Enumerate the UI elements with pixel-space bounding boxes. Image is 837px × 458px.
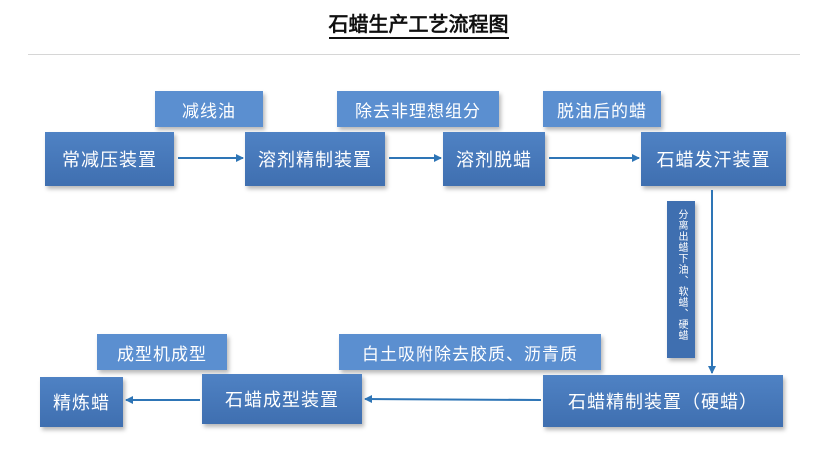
box-atm-vacuum-unit: 常减压装置 <box>45 132 174 186</box>
note-remove-undesired: 除去非理想组分 <box>337 91 499 127</box>
note-molding-machine: 成型机成型 <box>97 334 227 370</box>
box-wax-molding-unit: 石蜡成型装置 <box>202 374 362 424</box>
box-wax-refining-unit: 石蜡精制装置（硬蜡） <box>543 375 783 427</box>
note-sweating-separation: 分离出蜡下油、软蜡、硬蜡 <box>667 201 695 358</box>
arrow-wax-refining-to-molding <box>364 395 542 404</box>
note-clay-adsorption: 白土吸附除去胶质、沥青质 <box>339 334 601 370</box>
box-solvent-refining-unit: 溶剂精制装置 <box>245 132 385 186</box>
diagram-title-text: 石蜡生产工艺流程图 <box>328 12 509 39</box>
note-sweating-separation-text: 分离出蜡下油、软蜡、硬蜡 <box>676 209 687 341</box>
box-wax-sweating-unit: 石蜡发汗装置 <box>641 132 786 186</box>
note-reduced-line-oil: 减线油 <box>155 91 263 127</box>
title-divider <box>28 54 800 55</box>
box-refined-wax: 精炼蜡 <box>40 377 123 427</box>
note-deoiled-wax: 脱油后的蜡 <box>543 91 661 127</box>
box-solvent-dewaxing: 溶剂脱蜡 <box>443 132 545 186</box>
diagram-title: 石蜡生产工艺流程图 <box>0 8 837 39</box>
